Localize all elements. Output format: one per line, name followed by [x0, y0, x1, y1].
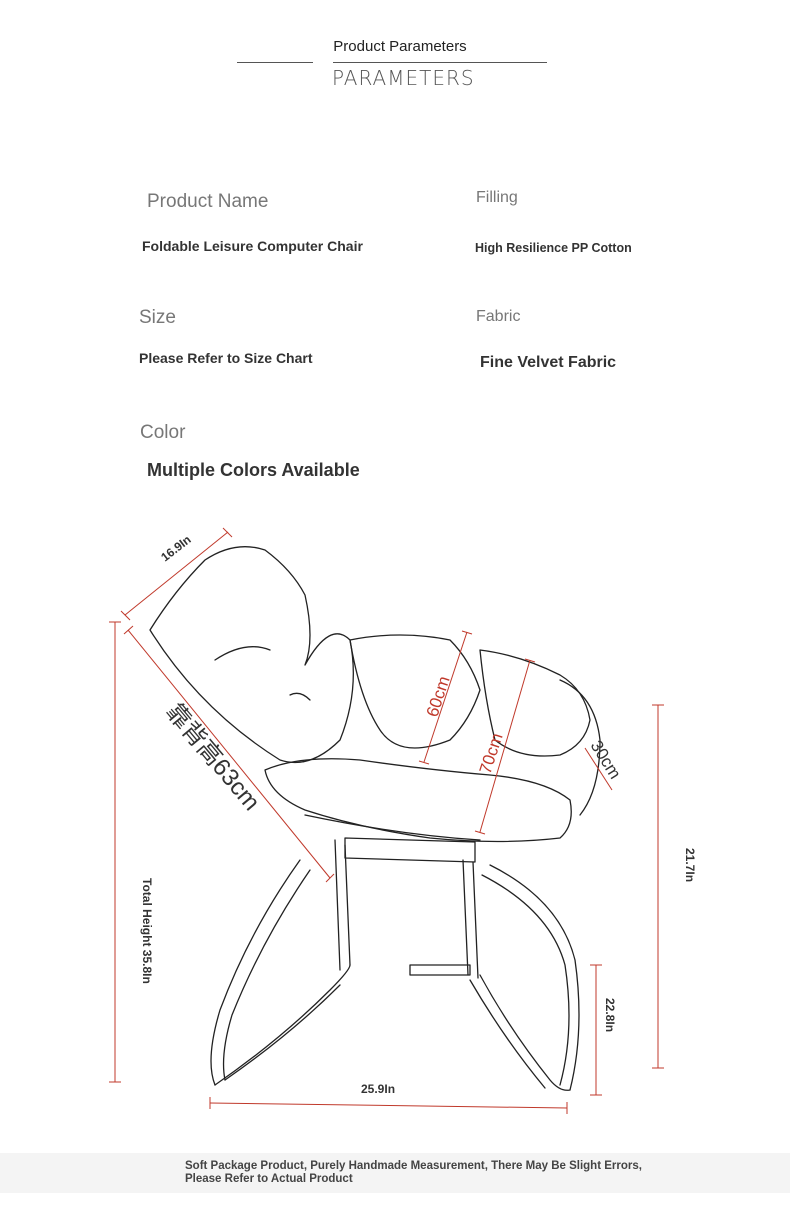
dim-seat-height: 21.7In	[683, 848, 697, 882]
footer-line-1: Soft Package Product, Purely Handmade Me…	[185, 1160, 642, 1172]
filling-value: High Resilience PP Cotton	[475, 241, 632, 255]
dimension-lines	[109, 527, 664, 1114]
page-title: Product Parameters	[333, 38, 467, 55]
chair-outline	[149, 546, 601, 1091]
footer-note: Soft Package Product, Purely Handmade Me…	[185, 1160, 655, 1186]
filling-label: Filling	[476, 189, 518, 206]
chair-diagram: 16.9In 靠背高63cm 60cm 70cm 30cm Total Heig…	[109, 527, 697, 1114]
header-rule-left	[237, 62, 313, 63]
dim-backrest-height: 靠背高63cm	[160, 699, 265, 816]
dim-base-width: 25.9In	[361, 1082, 395, 1096]
dim-seat-length: 70cm	[476, 731, 507, 776]
product-name-label: Product Name	[147, 191, 269, 212]
footer-line-2: Please Refer to Actual Product	[185, 1173, 353, 1185]
dim-total-height: Total Height 35.8In	[140, 878, 154, 984]
color-value: Multiple Colors Available	[147, 460, 360, 480]
size-label: Size	[139, 307, 176, 328]
size-value: Please Refer to Size Chart	[139, 350, 313, 366]
fabric-label: Fabric	[476, 308, 521, 325]
dim-seat-depth: 60cm	[423, 674, 454, 719]
fabric-value: Fine Velvet Fabric	[480, 354, 617, 371]
header-rule-right	[333, 62, 547, 63]
footer-band	[0, 1153, 790, 1193]
color-label: Color	[140, 422, 186, 443]
product-name-value: Foldable Leisure Computer Chair	[142, 238, 363, 254]
page-subtitle: PARAMETERS	[332, 66, 475, 90]
dim-leg-depth: 22.8In	[603, 998, 617, 1032]
dim-backrest-width: 16.9In	[158, 532, 193, 564]
